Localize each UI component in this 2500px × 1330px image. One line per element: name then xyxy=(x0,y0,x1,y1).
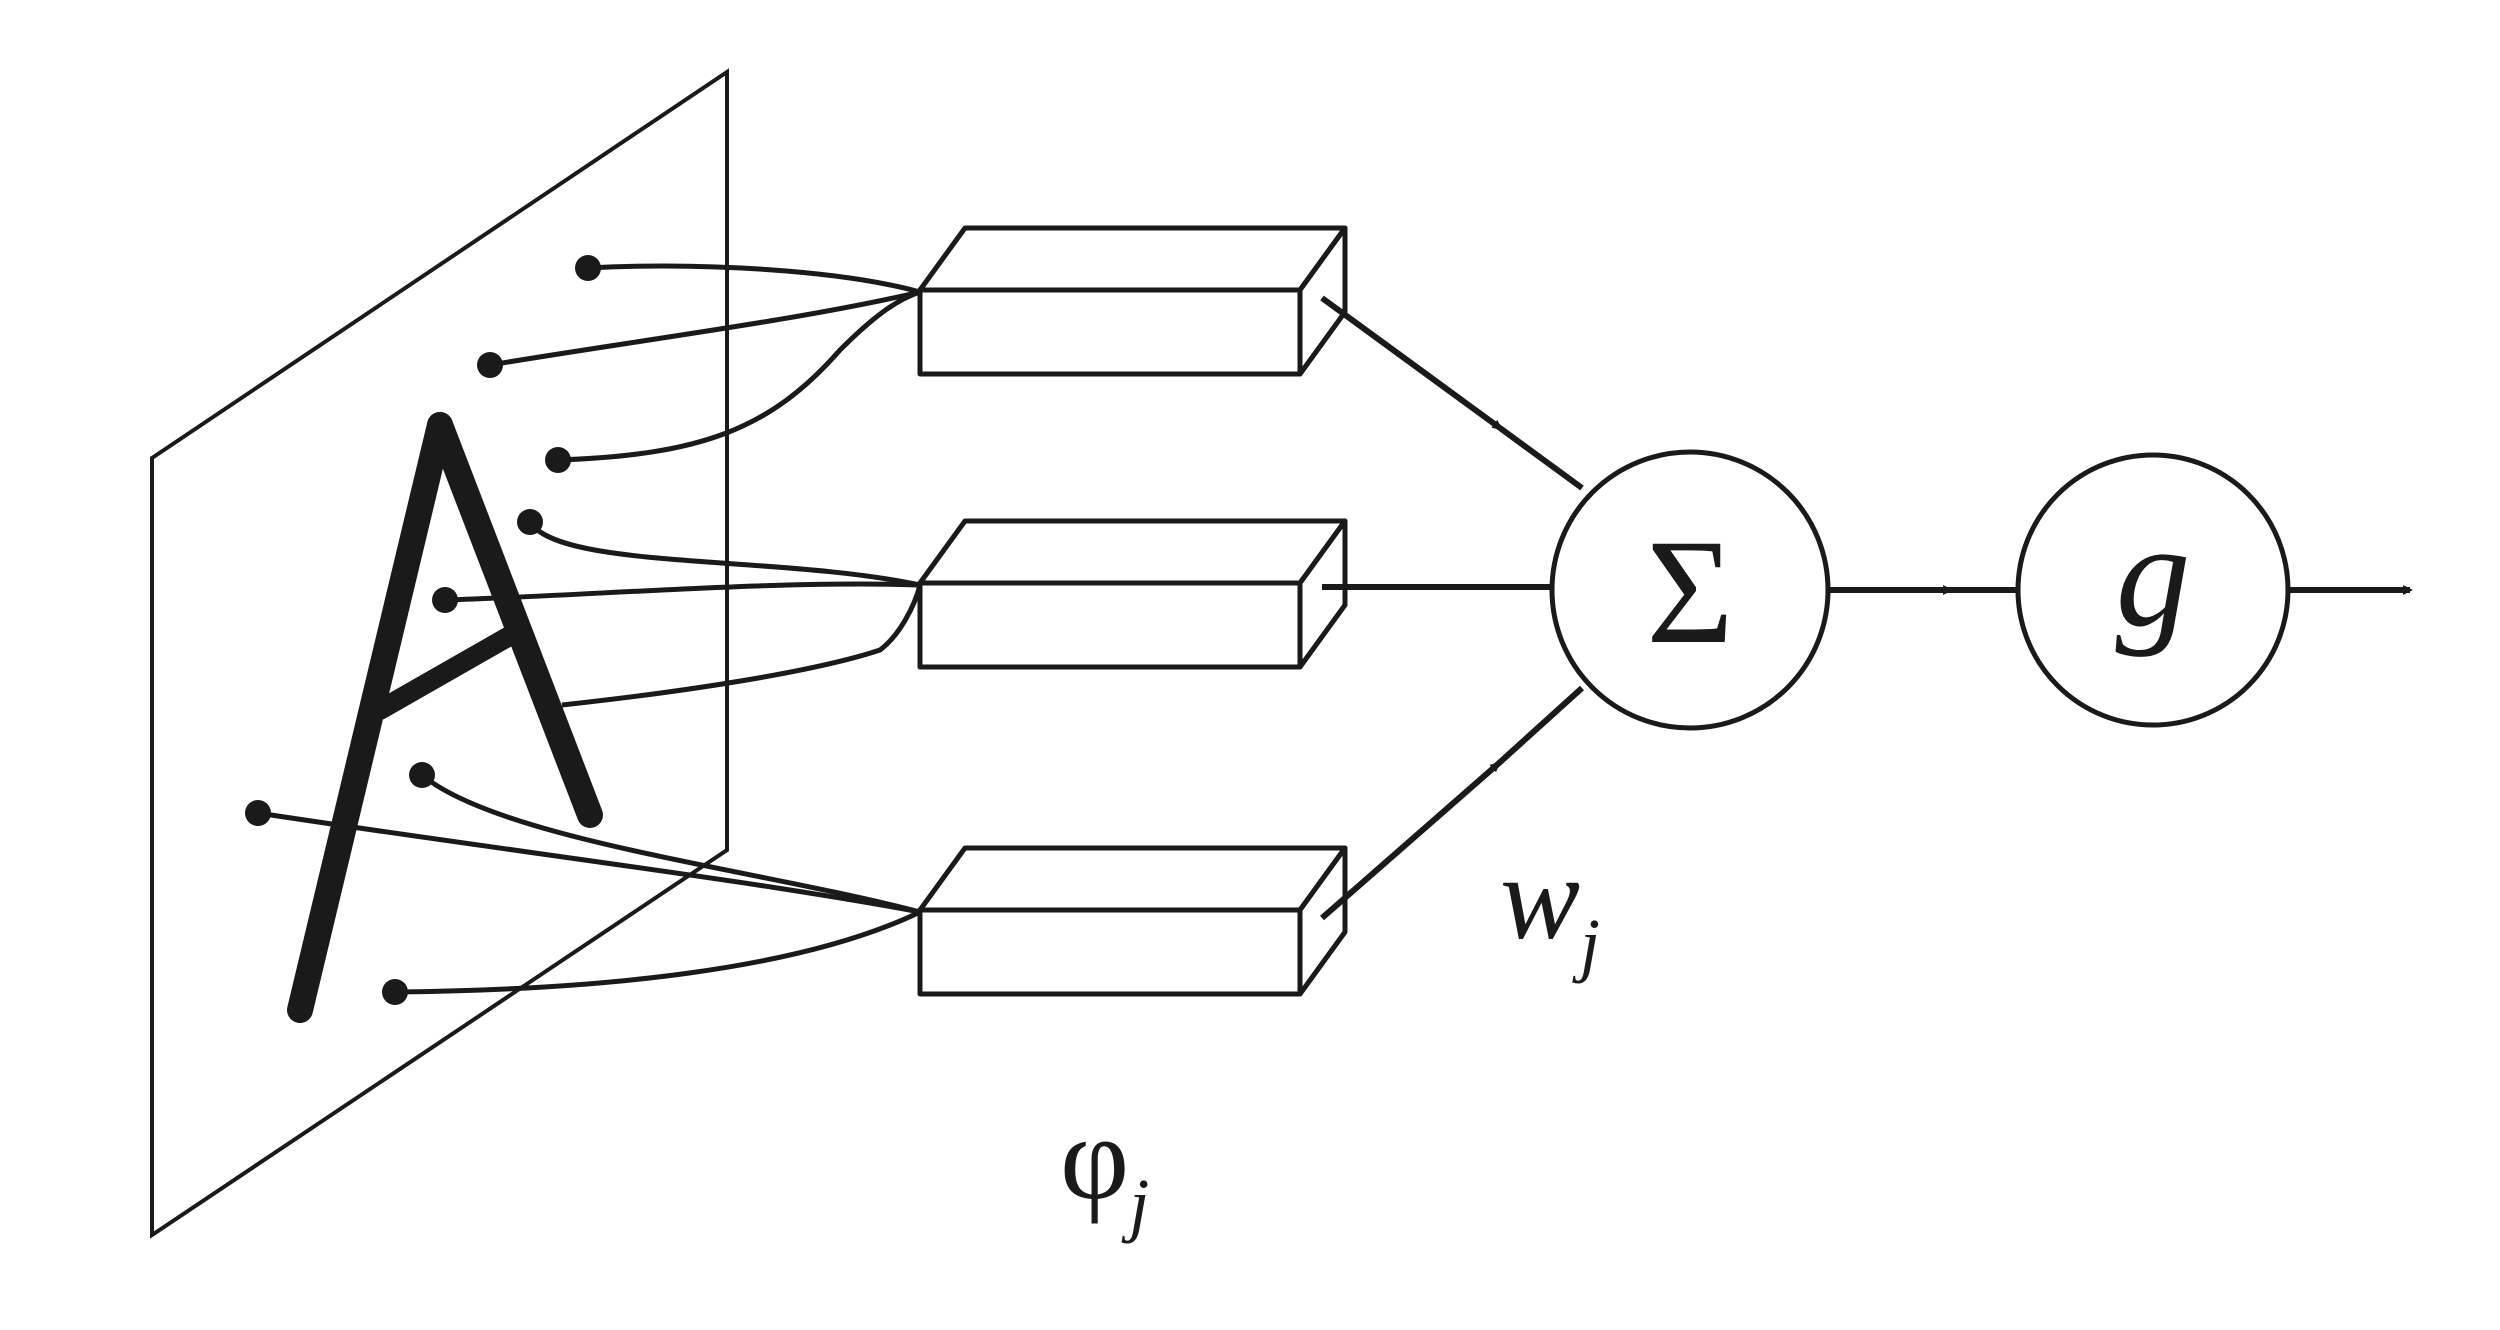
retina-letter-a xyxy=(287,412,603,1023)
weight-arrow-top-tail xyxy=(1498,425,1584,491)
retina-point xyxy=(409,762,435,788)
feature-box-top xyxy=(917,225,1348,377)
retina-connections xyxy=(257,263,923,995)
summation-symbol: Σ xyxy=(1646,509,1733,675)
weight-symbol: w xyxy=(1500,831,1580,964)
retina-point xyxy=(575,255,601,281)
weight-label: wj xyxy=(1500,831,1600,984)
retina-point xyxy=(545,447,571,473)
weighted-connections xyxy=(1320,295,1585,921)
retina-point xyxy=(245,800,271,826)
activation-symbol: g xyxy=(2116,492,2191,658)
retina-points xyxy=(245,255,601,1005)
feature-label: φj xyxy=(1060,1091,1149,1244)
retina-plane xyxy=(150,68,729,1239)
feature-box-bottom xyxy=(917,845,1348,997)
weight-arrow-bottom-tail xyxy=(1495,685,1585,767)
weight-arrow-top xyxy=(1320,295,1503,431)
summation-node: Σ xyxy=(1549,449,1831,731)
retina-point xyxy=(517,509,543,535)
retina-point xyxy=(382,979,408,1005)
retina-point xyxy=(432,587,458,613)
feature-symbol: φ xyxy=(1060,1091,1129,1224)
weight-arrow-bottom xyxy=(1320,761,1501,921)
feature-box-middle xyxy=(917,518,1348,670)
retina-point xyxy=(477,352,503,378)
activation-node: g xyxy=(2015,452,2291,728)
